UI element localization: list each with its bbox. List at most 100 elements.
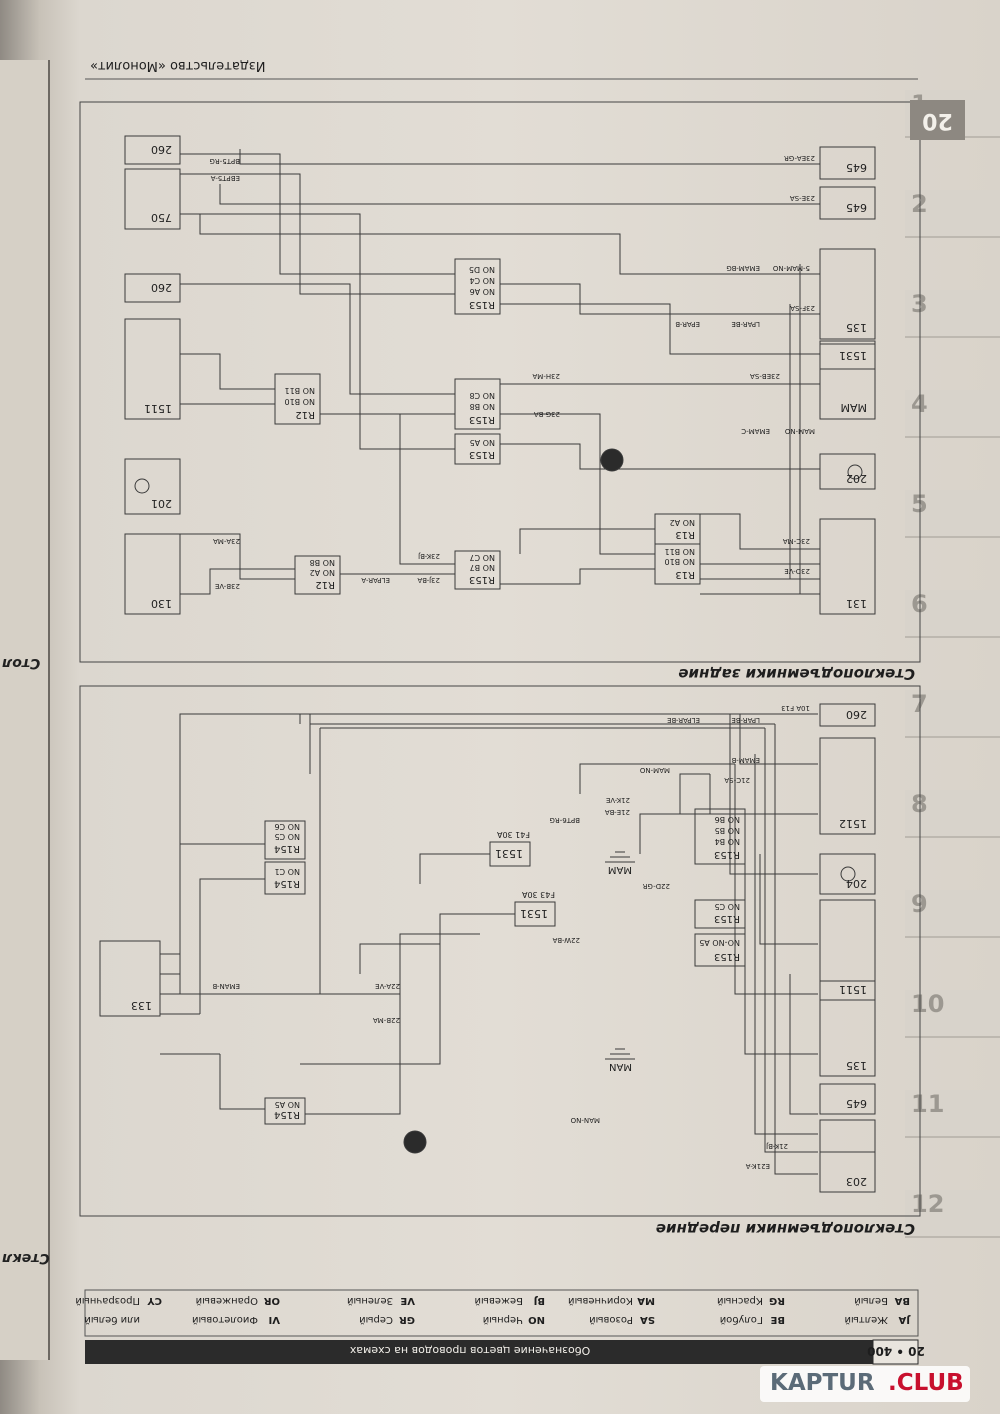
front-comp-label: 645 [846,1097,867,1110]
wire-label: E21K-A [745,1162,770,1170]
wire-label: MAM-NO [639,766,670,774]
wire-label: F43 30A [521,890,555,899]
rear-conn-pin: NO B11 [665,547,696,556]
wire-label: LPAR-BE [731,716,760,724]
side-tab: 8 [905,790,1000,838]
wire-label: 23H-MA [532,372,560,380]
front-ground-label: MAN [609,1061,632,1072]
front-comp-label: 1531 [520,907,548,920]
wire-label: 23J-BA [417,576,440,584]
front-conn-pin: NO B5 [715,826,740,835]
legend-code: OR [263,1295,280,1306]
rear-conn-pin: NO B11 [285,386,316,395]
wire-label: EMAM-C [741,427,770,435]
wire-label: 23G-BA [534,410,560,418]
legend-code: VE [400,1295,415,1306]
wire-label: MAM-NO [784,427,815,435]
rear-comp-260-box [124,135,181,165]
front-conn-pin: NO C1 [275,867,301,876]
legend-code: BA [894,1295,910,1306]
page-number: 20 • 400 [867,1344,925,1358]
wire-label: 5-MAM-NO [772,264,810,272]
legend-name: Розовый [589,1314,633,1325]
wire-label: 21E-BA [605,808,630,816]
wire-label: ELPAR-A [361,576,390,584]
legend-code: CY [147,1295,162,1306]
front-comp-1512-box [819,737,876,835]
rear-conn-pin: NO B10 [665,557,696,566]
front-conn-R153b [694,899,746,929]
rear-conn-label: R153 [469,414,495,425]
wire-label: EMAN-B [212,982,240,990]
rear-conn-pin: NO C7 [470,553,496,562]
legend-name: Красный [717,1295,763,1306]
wire-label: 22A-VE [375,982,400,990]
rear-conn-pin: NO C4 [470,276,496,285]
footer-title: Обозначение цветов проводов на схемах [349,1344,590,1357]
rear-conn-pin: NO D5 [469,265,495,274]
legend-code: GR [399,1314,415,1325]
front-conn-pin: NO C5 [275,832,301,841]
rear-comp-202-box [819,453,876,490]
front-frame [79,685,921,1217]
side-tab: 9 [905,890,1000,938]
front-comp-label: 1511 [839,983,867,996]
rear-conn-pin: NO A5 [470,438,495,447]
rear-comp-label: 130 [151,597,172,610]
rear-comp-130-box [124,533,181,615]
legend-code: RG [769,1295,785,1306]
legend-name: Белый [854,1295,888,1306]
front-conn-R154a [264,820,306,860]
legend-name: Желтый [844,1314,888,1325]
rear-conn-pin: NO B10 [285,397,316,406]
wire-label: 23K-BJ [418,552,440,560]
legend-code: BE [770,1314,785,1325]
rear-conn-label: R153 [469,574,495,585]
rear-comp-label: 260 [151,281,172,294]
rear-comp-201-box [124,458,181,515]
legend-name: Зеленый [347,1295,393,1306]
wire-label: 23A-MA [213,537,240,545]
front-conn-pin: NO B4 [715,837,740,846]
front-conn-label: R153 [714,913,740,924]
rear-conn-label: R13 [675,529,695,540]
legend-code: BJ [534,1295,545,1306]
rear-conn-label: R13 [675,569,695,580]
side-tab: 4 [905,390,1000,438]
front-conn-R154b [264,861,306,895]
rear-comp-1511-box [124,318,181,420]
rear-conn-label: R153 [469,449,495,460]
front-conn-R153a [694,808,746,865]
front-conn-label: R154 [274,1109,300,1120]
front-comp-label: 1512 [839,817,867,830]
legend-name: Голубой [720,1314,763,1325]
wire-label: 23EB-SA [750,372,780,380]
side-tab: 7 [905,690,1000,738]
rear-conn-pin: NO A6 [470,287,495,296]
wire-label: 23C-MA [783,537,810,545]
front-comp-label: 204 [846,877,867,890]
rear-comp-645b-box [819,186,876,220]
rear-comp-label: MAM [840,401,867,414]
front-comp-label: 203 [846,1175,867,1188]
wire-label: 10A F13 [781,704,810,712]
side-tab: 3 [905,290,1000,338]
wire-label: EMAM-BG [726,264,760,272]
legend-code: VI [269,1314,280,1325]
front-ground-MAM [605,851,635,863]
front-comp-label: 260 [846,708,867,721]
adjacent-page-text: Стол [2,655,41,671]
side-tab: 10 [905,990,1000,1038]
wire-label: 21K-VE [606,796,630,804]
legend-name: Бежевый [475,1295,523,1306]
publisher-header: Издательство «Монолит» [90,58,265,73]
rear-conn-pin: NO C8 [470,391,496,400]
wire-label: 23EA-GR [784,154,815,162]
rear-comp-label: 645 [846,161,867,174]
legend-code: MA [637,1295,655,1306]
rear-conn-label: R153 [469,299,495,310]
rear-conn-pin: NO A2 [670,518,695,527]
rear-comp-1531-box [819,340,876,370]
rear-conn-R153d [454,550,501,590]
